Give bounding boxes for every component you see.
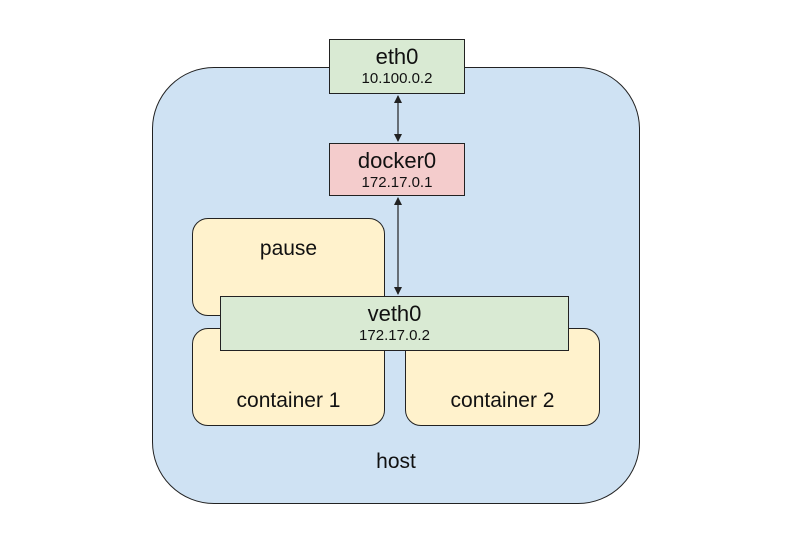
container-1-label: container 1 <box>236 389 341 412</box>
docker0-name: docker0 <box>357 148 437 173</box>
veth0-name: veth0 <box>367 301 422 326</box>
eth0-ip: 10.100.0.2 <box>361 70 433 87</box>
docker0-ip: 172.17.0.1 <box>361 174 433 191</box>
eth0-interface: eth0 10.100.0.2 <box>329 39 465 94</box>
docker0-interface: docker0 172.17.0.1 <box>329 143 465 196</box>
pause-container-label: pause <box>259 237 318 260</box>
container-2-label: container 2 <box>450 389 555 412</box>
eth0-name: eth0 <box>375 44 419 69</box>
veth0-interface: veth0 172.17.0.2 <box>220 296 569 351</box>
host-label: host <box>376 450 416 473</box>
veth0-ip: 172.17.0.2 <box>359 327 430 344</box>
